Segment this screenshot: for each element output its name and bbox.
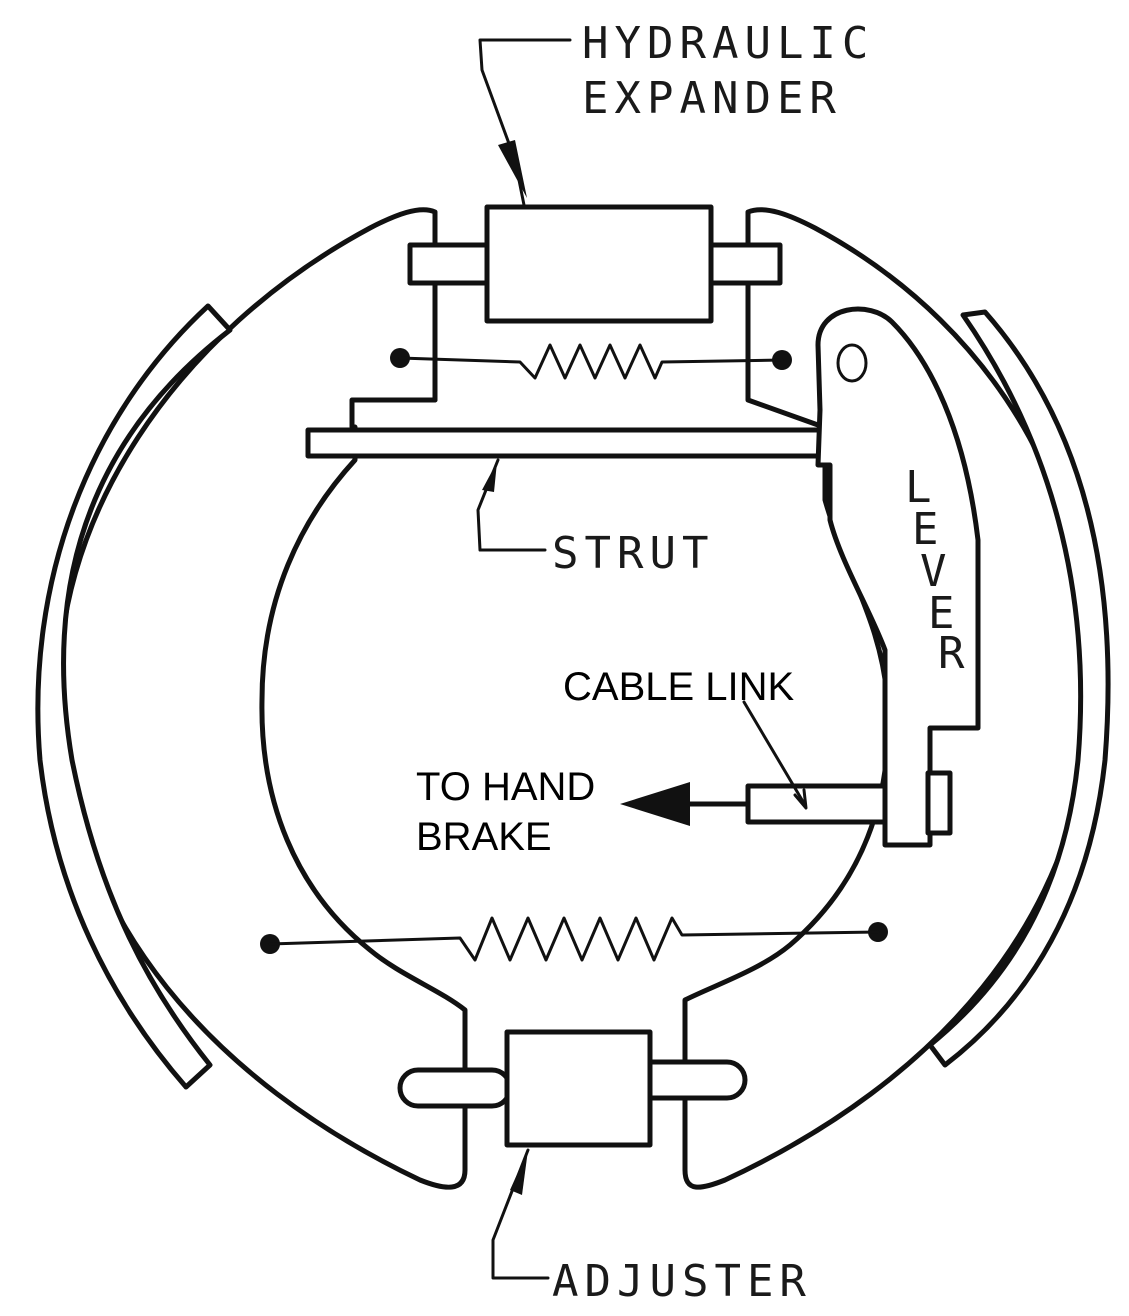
- labels: HYDRAULIC EXPANDER STRUT L E V E R CABLE…: [416, 18, 971, 1307]
- lever-letter-e1: E: [912, 504, 945, 555]
- adjuster: [397, 1029, 748, 1148]
- lever-pivot-icon: [836, 343, 868, 383]
- leader-lines: [476, 38, 808, 1280]
- brake-label: BRAKE: [416, 815, 552, 859]
- strut: [305, 427, 874, 459]
- hydraulic-label: HYDRAULIC: [582, 18, 874, 69]
- cable-link-label: CABLE LINK: [563, 665, 795, 709]
- lever-letter-v: V: [920, 546, 953, 597]
- lever-letter-l: L: [905, 462, 938, 513]
- top-return-spring: [390, 343, 792, 380]
- cable-link: [620, 782, 888, 826]
- hand-brake-lever: [815, 306, 981, 848]
- hydraulic-expander: [407, 204, 783, 324]
- bottom-return-spring: [260, 916, 888, 962]
- to-hand-label: TO HAND: [416, 765, 595, 809]
- expander-label: EXPANDER: [582, 73, 842, 124]
- hand-brake-arrow-icon: [620, 782, 690, 826]
- lever-letter-r: R: [938, 628, 971, 679]
- left-brake-shoe: [35, 207, 468, 1190]
- strut-label: STRUT: [552, 528, 714, 579]
- lever-letter-e2: E: [928, 588, 961, 639]
- adjuster-label: ADJUSTER: [552, 1256, 812, 1307]
